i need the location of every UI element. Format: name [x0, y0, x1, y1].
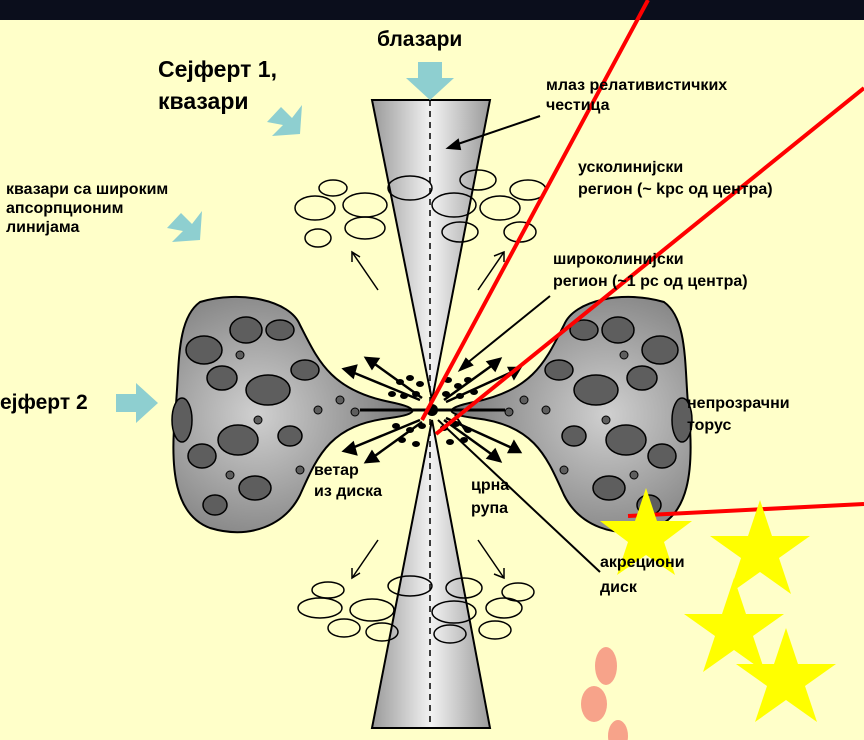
label-blr-line2: регион (~1 pc од центра) [553, 272, 748, 291]
label-torus-line1: непрозрачни [687, 394, 790, 413]
yellow-stars [600, 488, 836, 722]
label-wind-line2: из диска [314, 482, 382, 501]
seyfert1-view-arrow [267, 105, 302, 136]
label-black-hole-line1: црна [471, 476, 509, 495]
label-torus-line2: торус [687, 416, 731, 435]
label-jet-line2: честица [546, 96, 609, 115]
blazar-view-arrow [406, 62, 454, 100]
star-3 [684, 578, 784, 672]
label-seyfert2: ејферт 2 [0, 391, 88, 415]
label-black-hole-line2: рупа [471, 499, 508, 518]
label-bal-line3: линијама [6, 218, 79, 237]
label-nlr-line2: регион (~ kpc од центра) [578, 180, 773, 199]
label-bal-line2: апсорпционим [6, 199, 123, 218]
label-wind-line1: ветар [314, 461, 359, 480]
jet-lower [372, 420, 490, 728]
star-2 [710, 500, 810, 594]
torus-right [452, 297, 693, 532]
label-disk-line2: диск [600, 578, 637, 597]
label-jet-line1: млаз релативистичких [546, 76, 727, 95]
jet-upper [372, 100, 490, 400]
label-bal-line1: квазари са широким [6, 180, 168, 199]
pink-blobs [581, 647, 628, 740]
label-nlr-line1: усколинијски [578, 158, 683, 177]
label-disk-line1: акрециони [600, 553, 685, 572]
bal-view-arrow [167, 211, 202, 242]
label-seyfert1-line1: Сејферт 1, [158, 56, 277, 82]
label-seyfert1-line2: квазари [158, 88, 249, 114]
label-blr-line1: широколинијски [553, 250, 684, 269]
label-blazars: блазари [377, 28, 462, 52]
seyfert2-view-arrow [116, 383, 158, 423]
